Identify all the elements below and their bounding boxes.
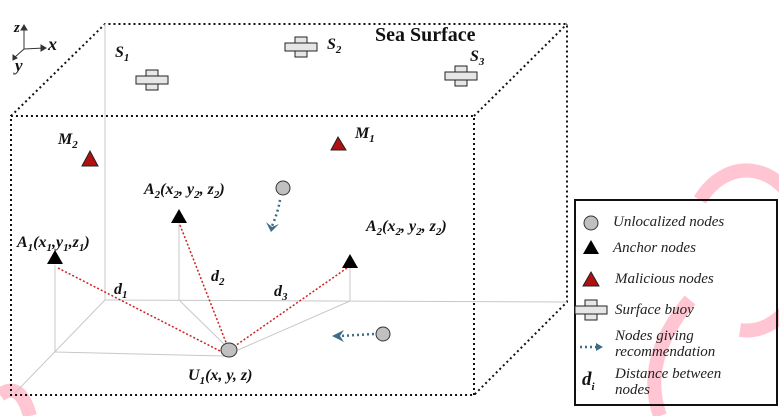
grid-lines — [14, 24, 568, 394]
anchor-node-a1-icon — [47, 250, 63, 264]
buoy-s2-label: S2 — [327, 36, 342, 57]
legend-anchor-icon — [583, 240, 599, 254]
malicious-m1-label: M1 — [355, 125, 375, 146]
axis-z-label: z — [14, 20, 20, 36]
distance-d1-label: d1 — [114, 281, 128, 302]
anchor-node-a2-top-icon — [171, 209, 187, 223]
anchor-a2-top-label: A2(x2, y2, z2) — [144, 181, 225, 202]
distance-d2-label: d2 — [211, 268, 225, 289]
distance-lines — [57, 224, 348, 353]
buoy-s3-icon — [444, 65, 478, 87]
buoy-s1-label: S1 — [115, 44, 130, 65]
sea-surface-title: Sea Surface — [375, 24, 476, 46]
malicious-m2-label: M2 — [58, 131, 78, 152]
arrow-head-icon — [266, 222, 279, 232]
malicious-node-m1-icon — [330, 135, 347, 151]
malicious-node-m2-icon — [81, 149, 99, 167]
arrow-head-icon — [332, 330, 344, 342]
unlocalized-node-icon — [375, 326, 391, 342]
distance-d3-label: d3 — [274, 283, 288, 304]
buoy-s2-icon — [284, 36, 318, 58]
anchor-a2-right-label: A2(x2, y2, z2) — [366, 218, 447, 239]
unlocalized-node-u1-icon — [220, 342, 238, 358]
unlocalized-u1-label: U1(x, y, z) — [188, 367, 253, 388]
axes-icon — [12, 24, 47, 61]
legend-unlocalized-label: Unlocalized nodes — [613, 214, 725, 230]
legend-buoy-icon — [574, 299, 608, 321]
legend-buoy-label: Surface buoy — [615, 302, 694, 318]
legend-di-symbol: di — [582, 369, 595, 393]
anchor-a1-label: A1(x1,y1,z1) — [17, 234, 90, 255]
anchor-node-a2-right-icon — [342, 254, 358, 268]
legend-arrow-icon — [580, 343, 603, 351]
axis-x-label: x — [48, 34, 57, 54]
legend-malicious-icon — [582, 270, 600, 287]
legend-anchor-label: Anchor nodes — [613, 240, 696, 256]
axis-y-label: y — [15, 56, 23, 75]
legend-unlocalized-icon — [583, 215, 599, 231]
buoy-s1-icon — [135, 69, 169, 91]
buoy-s3-label: S3 — [470, 48, 485, 69]
unlocalized-node-icon — [275, 180, 291, 196]
legend-malicious-label: Malicious nodes — [615, 271, 714, 287]
recommendation-arrow-icon — [270, 199, 375, 338]
legend-box — [574, 199, 778, 406]
box-outline — [10, 23, 568, 396]
